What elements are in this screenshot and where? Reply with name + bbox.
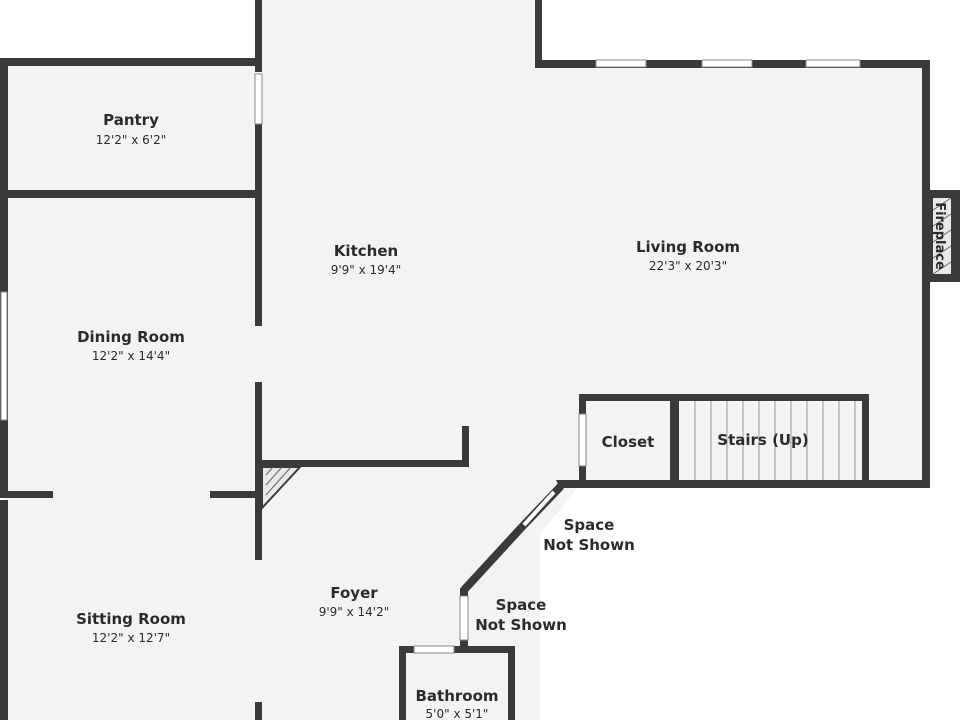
sitting-room-dims: 12'2" x 12'7" xyxy=(92,631,170,645)
bathroom-dims: 5'0" x 5'1" xyxy=(426,707,489,720)
room-labels: Pantry 12'2" x 6'2" Kitchen 9'9" x 19'4"… xyxy=(76,111,947,720)
living-room-label: Living Room xyxy=(636,238,740,256)
sitting-room-label: Sitting Room xyxy=(76,610,186,628)
windows xyxy=(0,59,861,654)
stairs-label: Stairs (Up) xyxy=(717,431,808,449)
dining-room-label: Dining Room xyxy=(77,328,185,346)
foyer-label: Foyer xyxy=(330,584,378,602)
living-room-dims: 22'3" x 20'3" xyxy=(649,259,727,273)
fireplace-hatch xyxy=(932,197,952,275)
kitchen-label: Kitchen xyxy=(334,242,398,260)
kitchen-dims: 9'9" x 19'4" xyxy=(331,263,402,277)
diagonal-window xyxy=(522,490,556,527)
dining-room-dims: 12'2" x 14'4" xyxy=(92,349,170,363)
unshown-area-1-line2: Not Shown xyxy=(543,536,635,554)
bathroom-label: Bathroom xyxy=(415,687,498,705)
counter-hatch xyxy=(261,466,303,511)
floor-fill xyxy=(4,0,928,720)
stairs-treads xyxy=(679,401,862,480)
pantry-label: Pantry xyxy=(103,111,159,129)
fireplace-label: Fireplace xyxy=(932,202,947,270)
pantry-dims: 12'2" x 6'2" xyxy=(96,133,167,147)
unshown-area-2-line2: Not Shown xyxy=(475,616,567,634)
unshown-area-2-line1: Space xyxy=(496,596,547,614)
unshown-area-1-line1: Space xyxy=(564,516,615,534)
closet-label: Closet xyxy=(602,433,655,451)
foyer-dims: 9'9" x 14'2" xyxy=(319,605,390,619)
